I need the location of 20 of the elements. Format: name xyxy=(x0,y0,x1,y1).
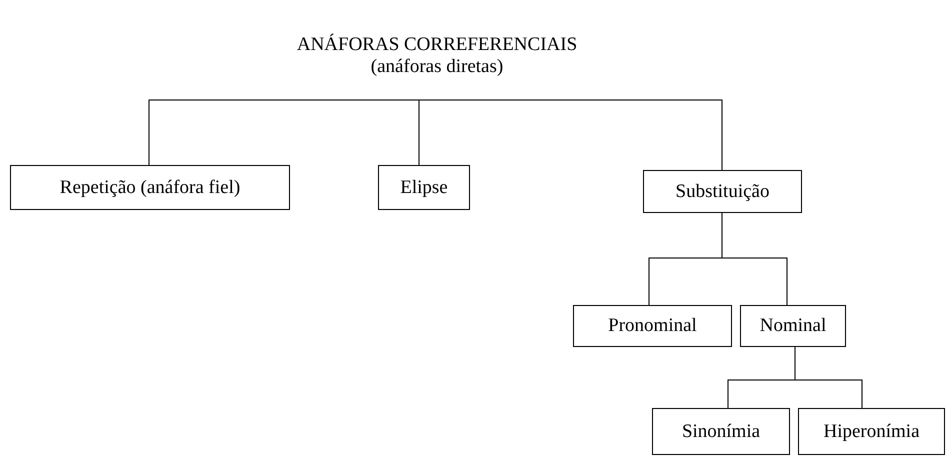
category-box xyxy=(652,408,790,455)
category-label: Nominal xyxy=(760,315,826,337)
category-label: Pronominal xyxy=(608,315,697,337)
category-box xyxy=(740,305,846,347)
diagram-heading: ANÁFORAS CORREFERENCIAIS xyxy=(296,34,578,56)
category-box xyxy=(378,165,470,210)
category-box xyxy=(643,170,802,213)
category-box xyxy=(10,165,290,210)
category-label: Hiperonímia xyxy=(823,420,920,442)
category-box xyxy=(573,305,732,347)
diagram-subheading: (anáforas diretas) xyxy=(370,56,504,78)
category-label: Substituição xyxy=(676,180,770,202)
category-label: Repetição (anáfora fiel) xyxy=(60,176,240,198)
connector-line xyxy=(436,100,722,170)
category-label: Elipse xyxy=(400,176,448,198)
connector-line xyxy=(418,100,438,166)
connector-line xyxy=(722,212,788,306)
category-label: Sinonímia xyxy=(682,420,760,442)
category-box xyxy=(798,408,945,455)
connector-line xyxy=(794,346,862,408)
